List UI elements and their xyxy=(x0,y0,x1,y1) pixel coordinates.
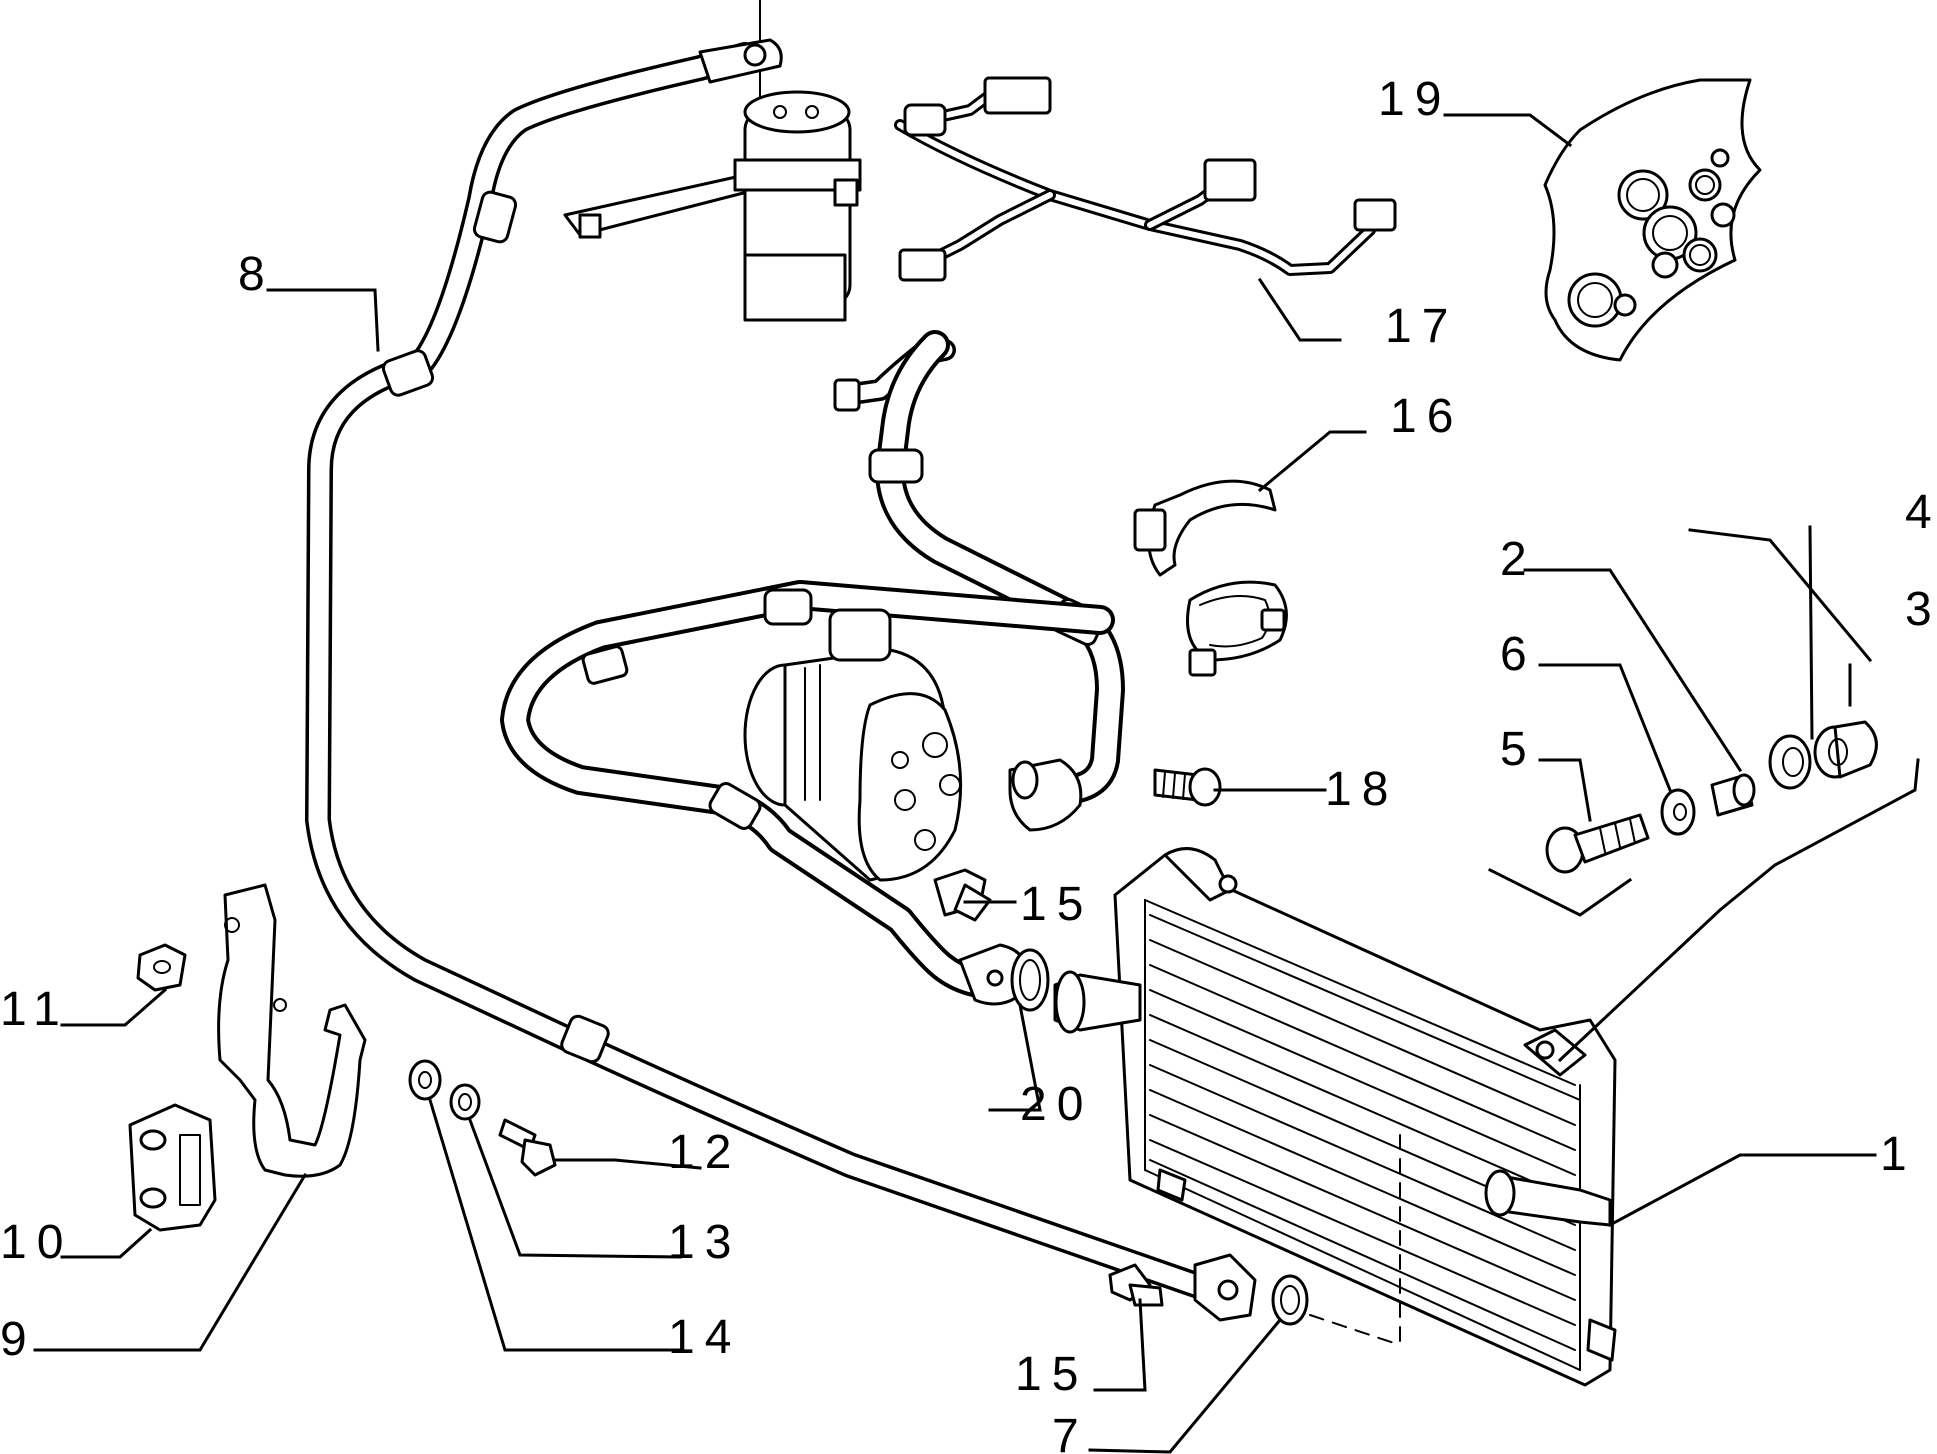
bracket-9 xyxy=(217,883,367,1178)
condenser-1 xyxy=(1053,847,1617,1387)
callout-15-upper: 15 xyxy=(1020,878,1093,931)
rubber-mount-10 xyxy=(128,1103,217,1232)
callout-10: 10 xyxy=(0,1216,73,1269)
hose-clip-16 xyxy=(1133,479,1288,677)
grommet-4 xyxy=(1768,734,1812,790)
leader-lines xyxy=(33,113,1920,1454)
callout-7: 7 xyxy=(1052,1410,1089,1454)
callout-4: 4 xyxy=(1905,486,1937,539)
callout-19: 19 xyxy=(1378,73,1451,126)
o-ring-20 xyxy=(1010,948,1050,1012)
compressor-hose-assembly xyxy=(500,330,1125,1006)
bolt-15-lower xyxy=(1108,1263,1164,1307)
seal-kit-19 xyxy=(1543,78,1762,362)
callout-6: 6 xyxy=(1500,628,1537,681)
callout-11: 11 xyxy=(0,983,70,1036)
bushing-2 xyxy=(1710,773,1756,817)
callout-1: 1 xyxy=(1880,1128,1917,1181)
wiring-harness-17 xyxy=(894,76,1397,282)
spacer-3 xyxy=(1813,720,1878,779)
bolt-12 xyxy=(498,1118,557,1177)
callout-17: 17 xyxy=(1385,300,1458,353)
callout-numbers: 1 2 3 4 5 6 7 8 9 10 11 12 13 14 15 15 1… xyxy=(0,73,1937,1454)
callout-3: 3 xyxy=(1905,583,1937,636)
receiver-dryer xyxy=(563,90,862,322)
callout-5: 5 xyxy=(1500,723,1537,776)
callout-15-lower: 15 xyxy=(1015,1348,1088,1401)
nut-13 xyxy=(449,1083,481,1121)
callout-12: 12 xyxy=(668,1126,741,1179)
callout-16: 16 xyxy=(1390,390,1463,443)
callout-18: 18 xyxy=(1325,763,1398,816)
washer-6 xyxy=(1660,788,1696,836)
callout-9: 9 xyxy=(0,1313,37,1366)
washer-14 xyxy=(408,1059,442,1101)
callout-20: 20 xyxy=(1020,1078,1093,1131)
callout-2: 2 xyxy=(1500,533,1537,586)
o-ring-7 xyxy=(1271,1274,1309,1326)
callout-14: 14 xyxy=(668,1311,741,1364)
hose-end-fitting xyxy=(1193,1253,1257,1322)
bolt-18 xyxy=(1153,767,1222,807)
bolt-15-upper xyxy=(933,868,992,922)
refrigerant-hose-8 xyxy=(305,0,1223,1303)
callout-8: 8 xyxy=(238,248,275,301)
nut-11 xyxy=(136,943,187,992)
ac-compressor xyxy=(743,608,1083,882)
callout-13: 13 xyxy=(668,1216,741,1269)
bolt-5 xyxy=(1545,813,1650,874)
